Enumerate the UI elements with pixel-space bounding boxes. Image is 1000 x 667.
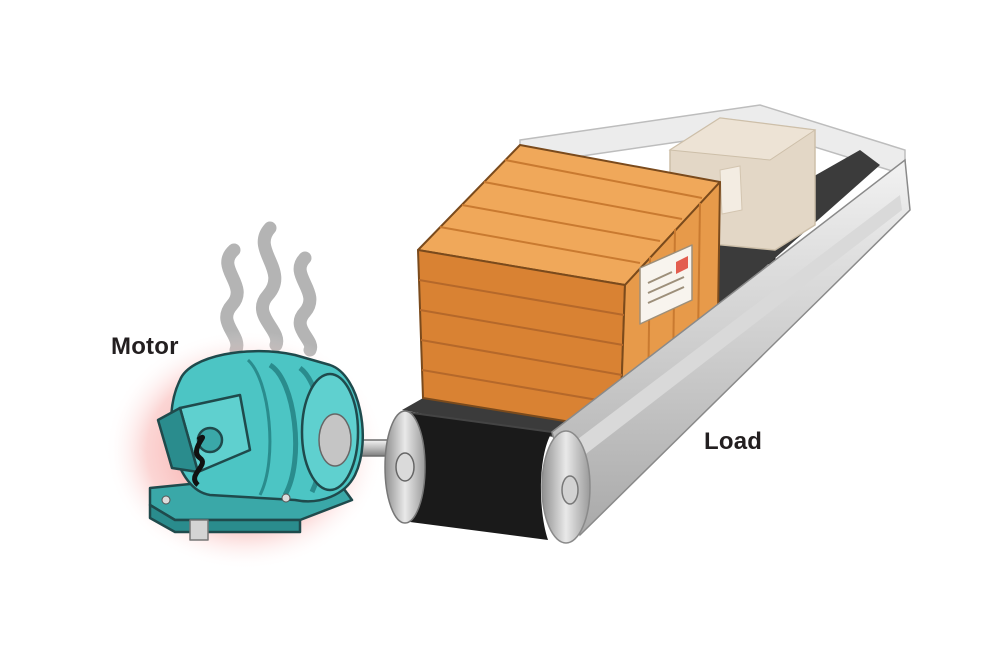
conveyor-front-rail (541, 158, 911, 544)
crate-icon (417, 144, 721, 431)
motor-label: Motor (111, 333, 179, 360)
motor-icon (148, 349, 406, 541)
load-label: Load (704, 428, 763, 455)
conveyor-drum (384, 410, 553, 540)
